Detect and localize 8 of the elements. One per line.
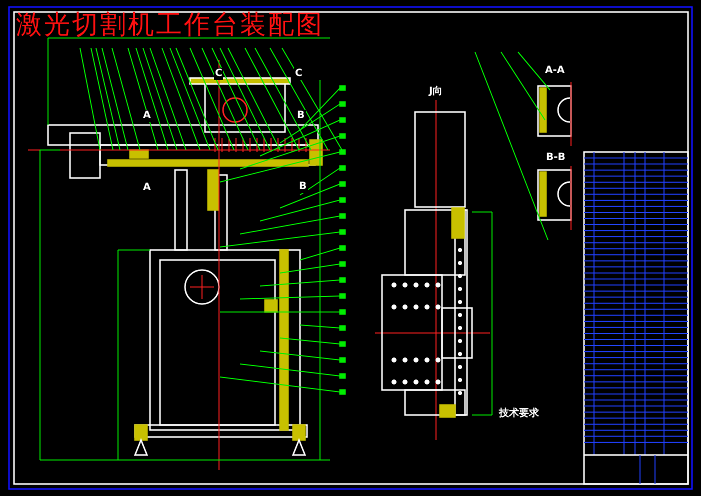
section-mark: B bbox=[296, 110, 306, 122]
view-label: J向 bbox=[428, 86, 444, 98]
section-mark: C bbox=[214, 68, 224, 80]
section-mark: B bbox=[298, 181, 308, 193]
section-mark: C bbox=[294, 68, 304, 80]
notes-heading: 技术要求 bbox=[498, 408, 540, 420]
drawing-title: 激光切割机工作台装配图 bbox=[16, 12, 324, 38]
section-mark: A bbox=[142, 110, 152, 122]
